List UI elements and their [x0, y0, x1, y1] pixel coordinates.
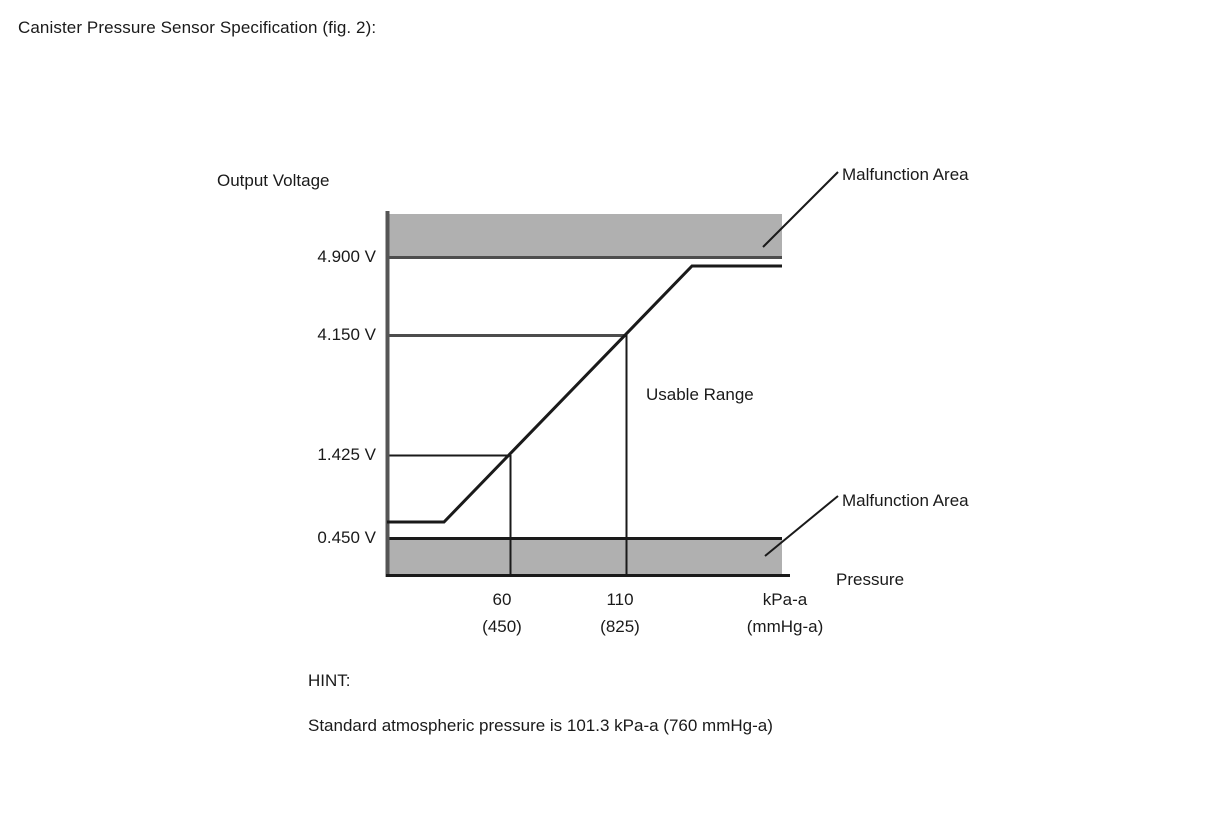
leader-line-malfunction-lower — [764, 495, 839, 557]
hint-block: HINT: Standard atmospheric pressure is 1… — [308, 672, 773, 734]
x-tick-label-110: 110 — [606, 590, 634, 609]
x-tick-label-450: (450) — [482, 617, 522, 636]
x-axis-unit-secondary: (mmHg-a) — [746, 617, 824, 636]
usable-range-label: Usable Range — [646, 385, 754, 404]
y-tick-label-4150v: 4.150 V — [317, 325, 376, 344]
x-axis-title: Pressure — [836, 570, 905, 589]
hint-label: HINT: — [308, 671, 351, 690]
y-tick-label-1425v: 1.425 V — [317, 445, 376, 464]
malfunction-band-upper — [387, 214, 782, 257]
malfunction-area-label-lower: Malfunction Area — [842, 491, 969, 510]
y-axis-title: Output Voltage — [217, 171, 330, 190]
page-title: Canister Pressure Sensor Specification (… — [18, 18, 377, 37]
x-tick-label-825: (825) — [600, 617, 640, 636]
hint-text: Standard atmospheric pressure is 101.3 k… — [308, 716, 773, 735]
sensor-output-curve — [387, 264, 782, 524]
x-tick-label-60: 60 — [492, 590, 512, 609]
leader-line-malfunction-upper — [762, 171, 839, 248]
y-tick-label-0450v: 0.450 V — [317, 528, 376, 547]
x-axis-unit-primary: kPa-a — [762, 590, 808, 609]
malfunction-band-lower — [387, 539, 782, 575]
malfunction-area-label-upper: Malfunction Area — [842, 165, 969, 184]
y-tick-label-4900v: 4.900 V — [317, 247, 376, 266]
